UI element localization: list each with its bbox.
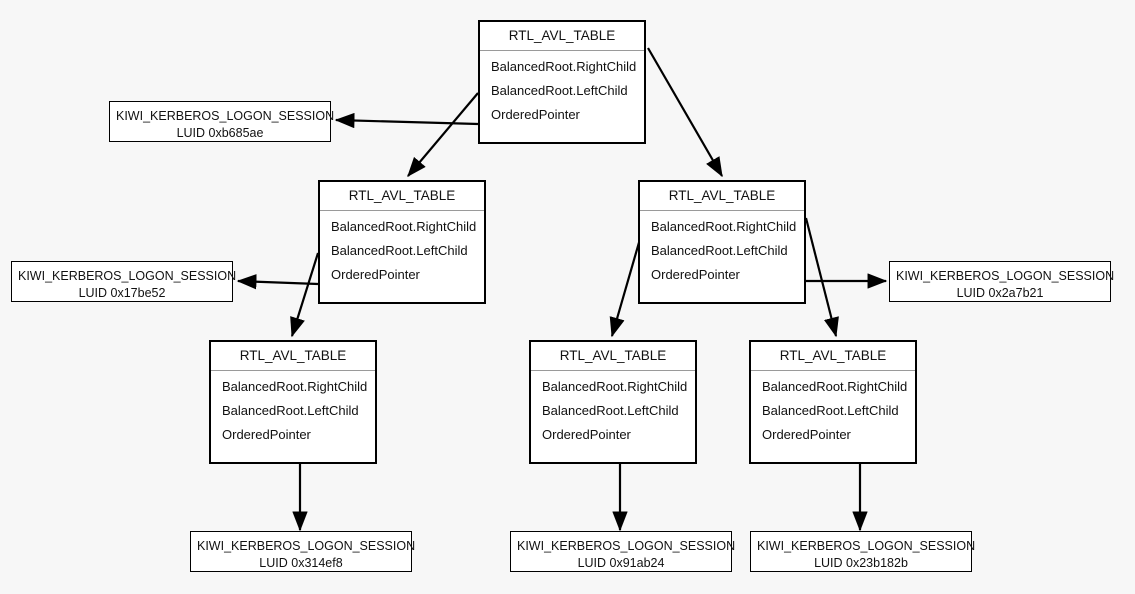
field-balancedroot-leftchild: BalancedRoot.LeftChild [651,243,788,258]
field-balancedroot-rightchild: BalancedRoot.RightChild [542,379,688,394]
node-rtl-avl-table-root[interactable]: RTL_AVL_TABLE BalancedRoot.RightChild Ba… [478,20,646,144]
node-kiwi-session-root[interactable]: KIWI_KERBEROS_LOGON_SESSION LUID 0xb685a… [109,101,335,142]
edge-root-leftchild [407,92,479,178]
node-field-list: BalancedRoot.RightChild BalancedRoot.Lef… [480,51,644,132]
session-luid: LUID 0x23b182b [814,555,908,570]
node-title: RTL_AVL_TABLE [531,342,695,371]
edge-midright-rightchild [804,217,839,338]
field-orderedpointer: OrderedPointer [542,427,631,442]
edge-midleft-orderedpointer [236,273,319,290]
edge-midleft-leftchild [290,252,320,338]
node-field-list: BalancedRoot.RightChild BalancedRoot.Lef… [751,371,915,452]
node-rtl-avl-table-bottom-left[interactable]: RTL_AVL_TABLE BalancedRoot.RightChild Ba… [209,340,377,464]
node-kiwi-session-mid-right[interactable]: KIWI_KERBEROS_LOGON_SESSION LUID 0x2a7b2… [889,261,1115,302]
session-title: KIWI_KERBEROS_LOGON_SESSION [896,269,1115,283]
node-kiwi-session-bottom-mid[interactable]: KIWI_KERBEROS_LOGON_SESSION LUID 0x91ab2… [510,531,736,572]
field-orderedpointer: OrderedPointer [651,267,740,282]
session-title: KIWI_KERBEROS_LOGON_SESSION [517,539,736,553]
field-orderedpointer: OrderedPointer [762,427,851,442]
field-balancedroot-rightchild: BalancedRoot.RightChild [762,379,908,394]
node-field-list: BalancedRoot.RightChild BalancedRoot.Lef… [320,211,484,292]
field-balancedroot-rightchild: BalancedRoot.RightChild [222,379,368,394]
node-title: RTL_AVL_TABLE [211,342,375,371]
field-balancedroot-leftchild: BalancedRoot.LeftChild [222,403,359,418]
edge-root-orderedpointer [334,112,479,129]
field-balancedroot-leftchild: BalancedRoot.LeftChild [542,403,679,418]
session-title: KIWI_KERBEROS_LOGON_SESSION [116,109,335,123]
session-luid: LUID 0x17be52 [78,285,166,300]
session-luid: LUID 0x2a7b21 [956,285,1044,300]
edge-midright-leftchild [609,238,642,338]
node-kiwi-session-mid-left[interactable]: KIWI_KERBEROS_LOGON_SESSION LUID 0x17be5… [11,261,237,302]
node-rtl-avl-table-bottom-right[interactable]: RTL_AVL_TABLE BalancedRoot.RightChild Ba… [749,340,917,464]
field-orderedpointer: OrderedPointer [331,267,420,282]
session-luid: LUID 0xb685ae [176,125,264,140]
field-balancedroot-leftchild: BalancedRoot.LeftChild [491,83,628,98]
node-title: RTL_AVL_TABLE [640,182,804,211]
node-rtl-avl-table-mid-right[interactable]: RTL_AVL_TABLE BalancedRoot.RightChild Ba… [638,180,806,304]
node-rtl-avl-table-mid-left[interactable]: RTL_AVL_TABLE BalancedRoot.RightChild Ba… [318,180,486,304]
session-title: KIWI_KERBEROS_LOGON_SESSION [197,539,416,553]
node-kiwi-session-bottom-right[interactable]: KIWI_KERBEROS_LOGON_SESSION LUID 0x23b18… [750,531,976,572]
session-luid: LUID 0x91ab24 [577,555,665,570]
node-field-list: BalancedRoot.RightChild BalancedRoot.Lef… [211,371,375,452]
node-title: RTL_AVL_TABLE [480,22,644,51]
session-luid: LUID 0x314ef8 [259,555,343,570]
session-title: KIWI_KERBEROS_LOGON_SESSION [18,269,237,283]
field-orderedpointer: OrderedPointer [491,107,580,122]
session-title: KIWI_KERBEROS_LOGON_SESSION [757,539,976,553]
field-balancedroot-leftchild: BalancedRoot.LeftChild [762,403,899,418]
node-field-list: BalancedRoot.RightChild BalancedRoot.Lef… [531,371,695,452]
node-rtl-avl-table-bottom-mid[interactable]: RTL_AVL_TABLE BalancedRoot.RightChild Ba… [529,340,697,464]
node-kiwi-session-bottom-left[interactable]: KIWI_KERBEROS_LOGON_SESSION LUID 0x314ef… [190,531,416,572]
edge-root-rightchild [647,47,723,178]
field-balancedroot-leftchild: BalancedRoot.LeftChild [331,243,468,258]
node-title: RTL_AVL_TABLE [751,342,915,371]
node-field-list: BalancedRoot.RightChild BalancedRoot.Lef… [640,211,804,292]
field-balancedroot-rightchild: BalancedRoot.RightChild [491,59,637,74]
field-balancedroot-rightchild: BalancedRoot.RightChild [331,219,477,234]
node-title: RTL_AVL_TABLE [320,182,484,211]
field-orderedpointer: OrderedPointer [222,427,311,442]
field-balancedroot-rightchild: BalancedRoot.RightChild [651,219,797,234]
